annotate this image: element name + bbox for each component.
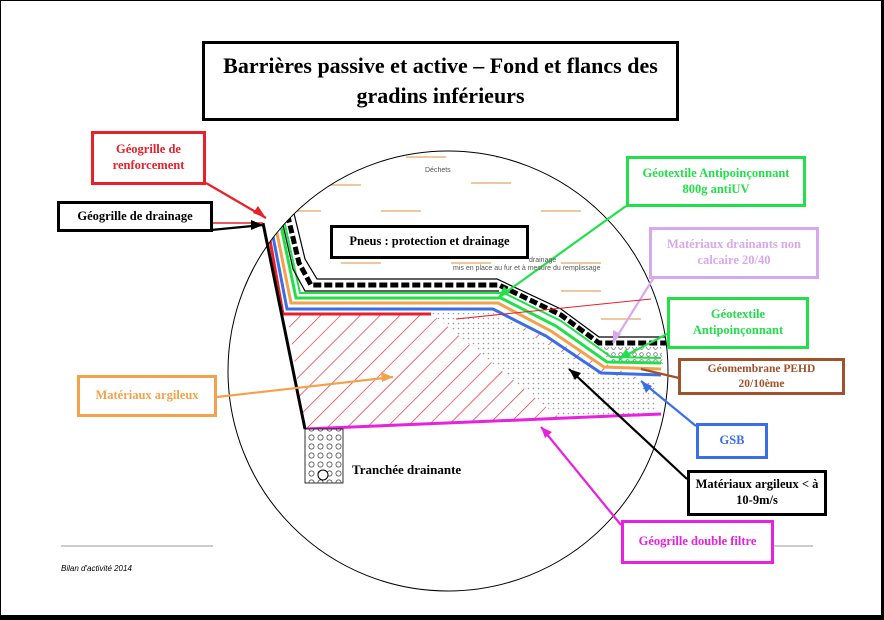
trench-pipe (317, 469, 329, 481)
label-materiaux-argileux: Matériaux argileux (77, 375, 217, 417)
double-filter-geogrid-line (304, 412, 662, 431)
label-geogrille-double-filtre: Géogrille double filtre (621, 520, 774, 564)
label-text: Matériaux argileux (95, 388, 199, 403)
label-text: Géogrille double filtre (638, 534, 757, 549)
section-circle (227, 150, 669, 592)
diagram-title: Barrières passive et active – Fond et fl… (202, 41, 679, 121)
low-permeability-clay (431, 313, 656, 419)
label-tranchee-drainante: Tranchée drainante (352, 462, 462, 477)
label-line: Matériaux drainants non (666, 237, 802, 252)
drainage-note-2: mis en place au fur et à mesure du rempl… (453, 265, 601, 272)
title-line-2: gradins inférieurs (356, 83, 525, 108)
label-text: GSB (719, 433, 745, 448)
arrow-heads (251, 206, 652, 438)
footer-text: Bilan d'activité 2014 (61, 564, 132, 573)
label-geogrille-drainage: Géogrille de drainage (57, 201, 213, 232)
drainage-gravel (601, 347, 663, 365)
leader-lines (205, 182, 697, 526)
label-line: calcaire 20/40 (697, 253, 771, 267)
slope-line (261, 222, 307, 430)
label-text: Géogrille de drainage (77, 208, 193, 223)
label-line: Antipoinçonnant (692, 323, 784, 337)
label-pneus: Pneus : protection et drainage (330, 225, 529, 259)
label-line: 800g antiUV (682, 181, 750, 196)
label-text: Pneus : protection et drainage (349, 234, 510, 249)
title-line-1: Barrières passive et active – Fond et fl… (223, 53, 658, 79)
label-geomembrane: Géomembrane PEHD 20/10ème (678, 358, 845, 395)
label-gsb: GSB (696, 423, 768, 459)
tyres (282, 203, 666, 346)
label-line: 10-9m/s (736, 493, 778, 507)
gsb-line (269, 225, 662, 377)
label-line: Géotextile (710, 307, 766, 322)
label-line: renforcement (112, 158, 185, 172)
label-line: Géogrille de (116, 142, 181, 157)
geotextile-line-2 (283, 219, 662, 359)
label-text: Géomembrane PEHD 20/10ème (707, 363, 816, 390)
waste-label: Déchets (425, 167, 451, 174)
orange-layer-line (273, 222, 662, 371)
label-line: Matériaux argileux < à (695, 477, 819, 492)
label-line: Géotextile Antipoinçonnant (642, 165, 790, 180)
drainage-note-1: drainage (529, 257, 557, 264)
